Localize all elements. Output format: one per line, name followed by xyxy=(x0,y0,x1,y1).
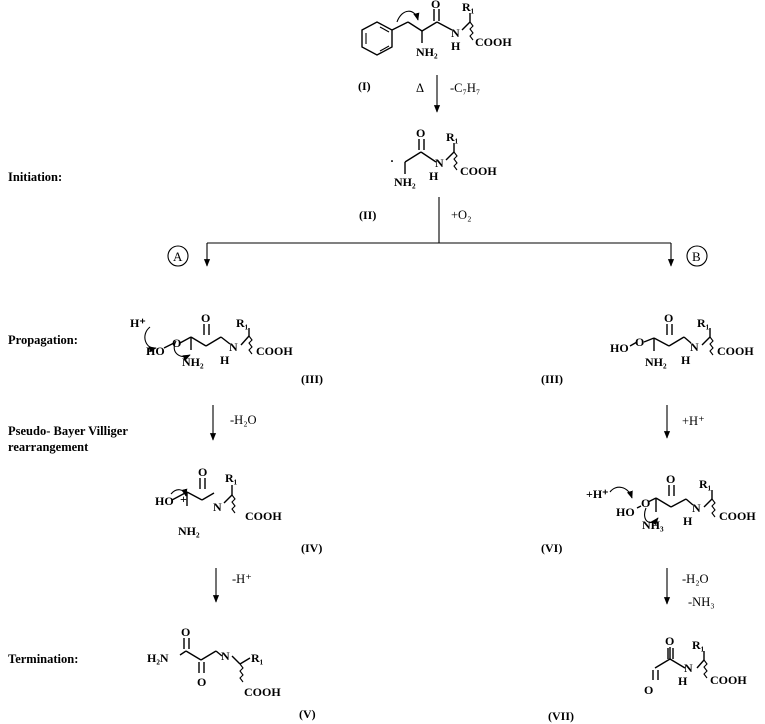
atom-H: H xyxy=(451,39,461,53)
label-VII: (VII) xyxy=(548,709,574,723)
step-propagation: Propagation: xyxy=(8,333,78,347)
atom-O: O xyxy=(431,0,440,11)
atom-NH2: NH₂ xyxy=(645,355,667,369)
atom-COOH: COOH xyxy=(256,344,293,358)
atom-COOH: COOH xyxy=(475,35,512,49)
cond-loss-nh3: -NH₃ xyxy=(688,595,715,609)
atom-COOH: COOH xyxy=(710,673,747,687)
atom-NH2: NH₂ xyxy=(394,175,416,189)
compound-I: O NH₂ N H R₁ COOH xyxy=(361,0,512,59)
label-V: (V) xyxy=(299,707,316,721)
atom-N: N xyxy=(451,26,460,40)
atom-O: O xyxy=(665,634,674,648)
atom-R1: R₁ xyxy=(446,130,459,144)
atom-HO: HO xyxy=(616,505,635,519)
atom-COOH: COOH xyxy=(245,509,282,523)
atom-N: N xyxy=(221,649,230,663)
step-initiation: Initiation: xyxy=(8,170,62,184)
step-pseudo-line1: Pseudo- Bayer Villiger xyxy=(8,424,128,438)
atom-NH2: NH₂ xyxy=(178,524,200,538)
label-VI: (VI) xyxy=(541,541,562,555)
cond-add-o2: +O₂ xyxy=(451,208,471,222)
atom-H: H xyxy=(681,353,691,367)
atom-O: O xyxy=(201,311,210,325)
atom-HO: HO xyxy=(146,344,165,358)
atom-COOH: COOH xyxy=(717,344,754,358)
atom-R1: R₁ xyxy=(251,651,264,665)
label-III-right: (III) xyxy=(541,372,563,386)
atom-O: O xyxy=(416,126,425,140)
atom-COOH: COOH xyxy=(460,164,497,178)
atom-N: N xyxy=(690,340,699,354)
step-pseudo-line2: rearrangement xyxy=(8,440,89,454)
atom-R1: R₁ xyxy=(236,316,249,330)
cond-heat: Δ xyxy=(416,81,424,95)
atom-NH2: NH₂ xyxy=(182,355,204,369)
atom-N: N xyxy=(229,340,238,354)
atom-N: N xyxy=(213,500,222,514)
pathway-a-label: A xyxy=(173,249,183,264)
atom-R1: R₁ xyxy=(697,316,710,330)
cond-loss-h2o-b: -H₂O xyxy=(682,572,709,586)
cond-loss-h2o: -H₂O xyxy=(230,413,257,427)
atom-NH2: NH₂ xyxy=(416,45,438,59)
pathway-a-circle xyxy=(167,245,189,267)
atom-O: O xyxy=(172,336,181,350)
label-IV: (IV) xyxy=(301,541,322,555)
atom-O: O xyxy=(644,683,653,697)
atom-COOH: COOH xyxy=(244,685,281,699)
atom-NH3: NH₃ xyxy=(642,518,664,532)
atom-O: O xyxy=(197,675,206,689)
radical-dot: · xyxy=(390,154,394,168)
atom-plus: + xyxy=(180,492,187,506)
atom-N: N xyxy=(692,501,701,515)
atom-O: O xyxy=(664,311,673,325)
label-II: (II) xyxy=(359,208,376,222)
atom-R1: R₁ xyxy=(699,477,712,491)
atom-HO: HO xyxy=(155,494,174,508)
atom-N: N xyxy=(435,156,444,170)
atom-H: H xyxy=(429,169,439,183)
atom-H: H xyxy=(678,674,688,688)
pathway-b-label: B xyxy=(692,249,701,264)
step-termination: Termination: xyxy=(8,652,78,666)
compound-V: O H₂N O N R₁ COOH xyxy=(147,625,281,699)
atom-H: H xyxy=(683,514,693,528)
atom-O: O xyxy=(641,496,650,510)
atom-plusHplus: +H⁺ xyxy=(586,487,609,501)
atom-O: O xyxy=(181,625,190,639)
pathway-b-circle xyxy=(686,245,708,267)
atom-H2N: H₂N xyxy=(147,651,169,665)
atom-O: O xyxy=(666,472,675,486)
compound-VI: +H⁺ HO O O NH₃ N H R₁ COOH xyxy=(586,472,756,532)
cond-loss-c7h7: -C₇H₇ xyxy=(450,81,480,95)
cond-add-h: +H⁺ xyxy=(682,414,705,428)
compound-IV: HO + O NH₂ N R₁ COOH xyxy=(155,465,282,538)
cond-loss-h: -H⁺ xyxy=(232,572,252,586)
compound-VII: O O N H R₁ COOH xyxy=(644,634,747,697)
atom-HO: HO xyxy=(610,341,629,355)
atom-COOH: COOH xyxy=(719,509,756,523)
atom-N: N xyxy=(684,661,693,675)
compound-II: · O NH₂ N H R₁ COOH xyxy=(390,126,497,189)
atom-R1: R₁ xyxy=(462,0,475,14)
atom-H: H xyxy=(220,353,230,367)
atom-O: O xyxy=(198,465,207,479)
compound-III-left: H⁺ HO O O NH₂ N H R₁ COOH xyxy=(130,311,293,369)
label-I: (I) xyxy=(358,79,371,93)
atom-R1: R₁ xyxy=(225,471,238,485)
compound-III-right: HO O O NH₂ N H R₁ COOH xyxy=(610,311,754,369)
atom-R1: R₁ xyxy=(692,638,705,652)
label-III-left: (III) xyxy=(301,372,323,386)
atom-Hplus: H⁺ xyxy=(130,316,146,330)
atom-O: O xyxy=(635,335,644,349)
